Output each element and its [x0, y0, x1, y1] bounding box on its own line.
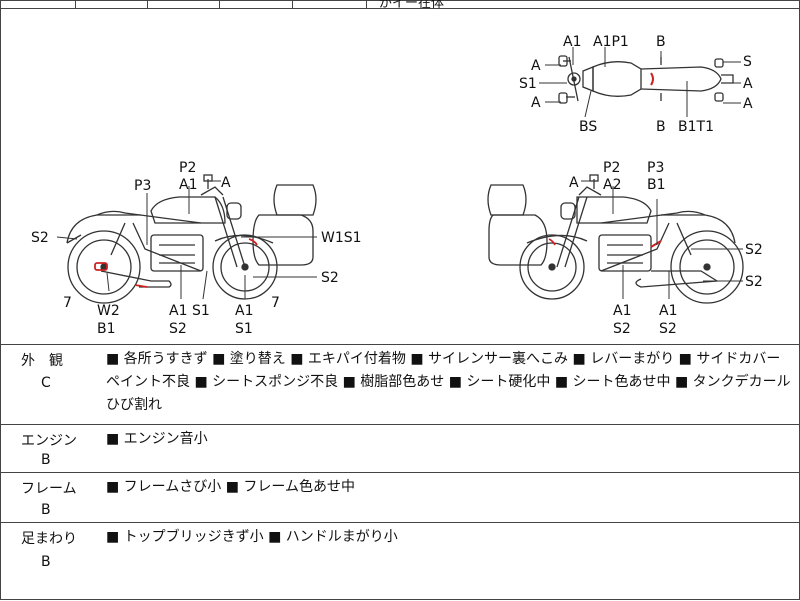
grade-value: B — [41, 554, 51, 570]
label-s1: S1 — [235, 321, 253, 337]
left-side-leaders — [56, 180, 317, 300]
label-s2: S2 — [659, 321, 677, 337]
condition-notes: ■ エンジン音小 — [106, 431, 208, 447]
label-b: B — [656, 34, 666, 50]
label-w2: W2 — [97, 303, 120, 319]
label-w1s1: W1S1 — [321, 230, 362, 246]
label-b: B — [656, 119, 666, 135]
inspection-row-suspension: 足まわり B ■ トップブリッジきず小 ■ ハンドルまがり小 — [1, 523, 800, 601]
label-s2: S2 — [745, 274, 763, 290]
label-a: A — [569, 175, 579, 191]
grade-value: B — [41, 502, 51, 518]
label-a1: A1 — [179, 177, 197, 193]
left-side-labels: P2 A1 A P3 S2 W1S1 S2 7 7 W2 B1 A1 S1 S2… — [31, 160, 362, 337]
label-a: A — [743, 96, 753, 112]
strip-cell — [147, 1, 220, 9]
label-a: A — [531, 95, 541, 111]
label-a1: A1 — [613, 303, 631, 319]
top-table-strip: がイー在体 — [1, 0, 800, 11]
label-s2: S2 — [745, 242, 763, 258]
inspection-row-engine: エンジン B ■ エンジン音小 — [1, 425, 800, 473]
label-a1: A1 — [563, 34, 581, 50]
top-view — [558, 55, 734, 104]
category-label: 足まわり — [21, 531, 77, 547]
label-p2: P2 — [603, 160, 620, 176]
condition-notes: ■ フレームさび小 ■ フレーム色あせ中 — [106, 479, 355, 495]
label-a: A — [743, 76, 753, 92]
label-a: A — [221, 175, 231, 191]
strip-cell — [219, 1, 293, 9]
label-p3: P3 — [134, 178, 151, 194]
inspection-row-frame: フレーム B ■ フレームさび小 ■ フレーム色あせ中 — [1, 473, 800, 523]
top-view-leaders — [539, 47, 741, 118]
label-7: 7 — [271, 295, 280, 311]
label-bs: BS — [579, 119, 597, 135]
label-a2: A2 — [603, 177, 621, 193]
label-b1: B1 — [647, 177, 666, 193]
label-a1: A1 — [169, 303, 187, 319]
label-b1: B1 — [97, 321, 116, 337]
label-p3: P3 — [647, 160, 664, 176]
grade-value: C — [41, 375, 51, 391]
label-a1: A1 — [659, 303, 677, 319]
label-a: A — [531, 58, 541, 74]
label-p2: P2 — [179, 160, 196, 176]
condition-notes: ■ 各所うすきず ■ 塗り替え ■ エキパイ付着物 ■ サイレンサー裏へこみ ■… — [106, 351, 791, 413]
strip-cell — [75, 1, 148, 9]
right-side-view — [487, 174, 744, 304]
label-s2: S2 — [613, 321, 631, 337]
strip-cell — [1, 1, 76, 9]
label-s2: S2 — [321, 270, 339, 286]
left-side-view — [66, 174, 317, 304]
category-label: エンジン — [21, 433, 77, 449]
strip-cell — [292, 1, 367, 9]
right-side-leaders — [581, 180, 743, 299]
label-s: S — [743, 54, 752, 70]
top-view-labels: A1 A1P1 B A S1 A BS B B1T1 S A A — [519, 34, 753, 135]
category-label: 外 観 — [21, 353, 63, 369]
label-a1p1: A1P1 — [593, 34, 629, 50]
label-s2: S2 — [31, 230, 49, 246]
category-label: フレーム — [21, 481, 77, 497]
grade-value: B — [41, 452, 51, 468]
cut-off-header-text: がイー在体 — [379, 0, 445, 11]
inspection-row-exterior: 外 観 C ■ 各所うすきず ■ 塗り替え ■ エキパイ付着物 ■ サイレンサー… — [1, 345, 800, 425]
label-b1t1: B1T1 — [678, 119, 714, 135]
motorcycle-diagram-svg: A1 A1P1 B A S1 A BS B B1T1 S A A — [31, 34, 763, 337]
label-s1: S1 — [192, 303, 210, 319]
condition-notes: ■ トップブリッジきず小 ■ ハンドルまがり小 — [106, 529, 398, 545]
label-a1: A1 — [235, 303, 253, 319]
label-s2: S2 — [169, 321, 187, 337]
label-7: 7 — [63, 295, 72, 311]
right-side-labels: P2 P3 A A2 B1 S2 S2 A1 S2 A1 S2 — [569, 160, 763, 337]
damage-diagram: A1 A1P1 B A S1 A BS B B1T1 S A A — [1, 9, 800, 345]
label-s1: S1 — [519, 76, 537, 92]
inspection-table: 外 観 C ■ 各所うすきず ■ 塗り替え ■ エキパイ付着物 ■ サイレンサー… — [1, 345, 800, 601]
